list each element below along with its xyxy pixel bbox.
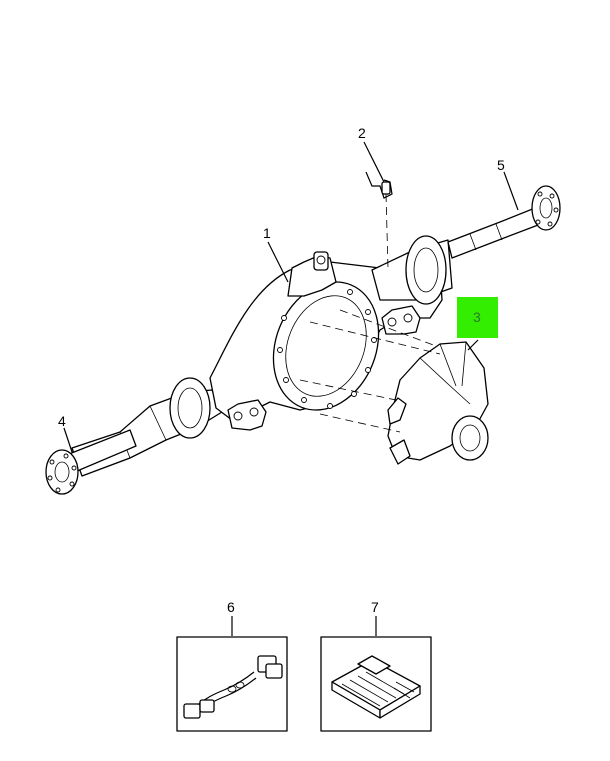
assembly-lines (299, 309, 441, 433)
leader-lines (63, 141, 519, 636)
callout-5[interactable]: 5 (497, 157, 505, 173)
axle-shaft-left[interactable] (45, 429, 137, 495)
differential-carrier[interactable] (387, 341, 489, 465)
callout-7[interactable]: 7 (371, 599, 379, 615)
callout-1[interactable]: 1 (263, 225, 271, 241)
callout-6[interactable]: 6 (227, 599, 235, 615)
callout-3[interactable]: 3 (473, 309, 481, 325)
axle-shaft-right[interactable] (447, 185, 561, 259)
wiring-harness-icon (183, 655, 283, 719)
callout-3-highlight[interactable] (457, 297, 498, 338)
wiring-harness-box[interactable] (176, 636, 288, 732)
axle-housing[interactable] (71, 235, 453, 477)
control-module-box[interactable] (320, 636, 432, 732)
callout-2[interactable]: 2 (358, 125, 366, 141)
breather-vent[interactable] (365, 171, 393, 269)
control-module-icon (331, 655, 421, 719)
callout-4[interactable]: 4 (58, 413, 66, 429)
